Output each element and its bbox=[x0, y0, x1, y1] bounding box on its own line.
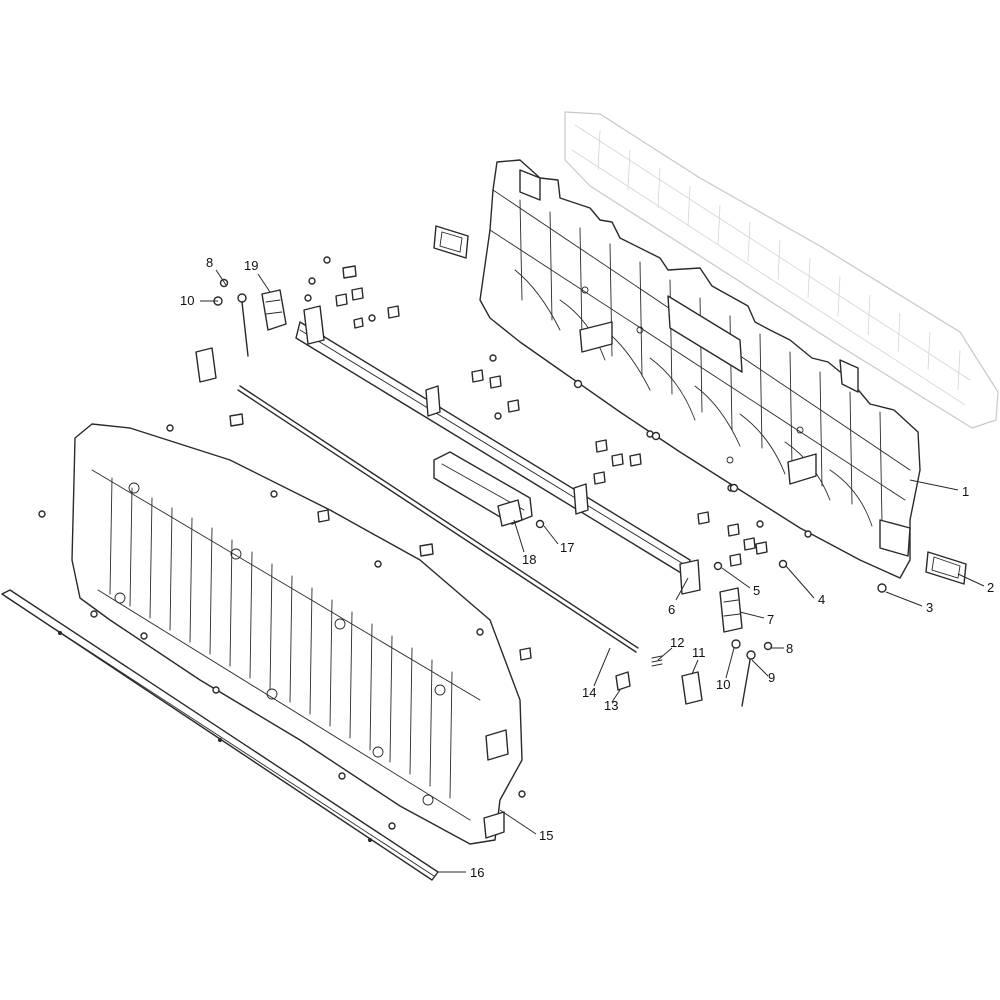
callout-4: 4 bbox=[818, 592, 825, 607]
latch-linkage-bar bbox=[295, 305, 701, 595]
reflector-pad-right bbox=[925, 551, 967, 585]
reflector-pad-left bbox=[433, 225, 469, 259]
callout-2: 2 bbox=[987, 580, 994, 595]
callout-8-right: 8 bbox=[786, 641, 793, 656]
release-rod bbox=[237, 385, 639, 653]
callout-8-top: 8 bbox=[206, 255, 213, 270]
outer-tailgate-panel bbox=[71, 423, 523, 845]
callout-18: 18 bbox=[522, 552, 536, 567]
bolt-left-8 bbox=[219, 278, 229, 288]
callout-1: 1 bbox=[962, 484, 969, 499]
ghost-reference-panel bbox=[564, 111, 999, 429]
callout-14: 14 bbox=[582, 685, 596, 700]
callout-10-left: 10 bbox=[180, 293, 194, 308]
fastener-clips bbox=[229, 265, 768, 661]
washer-right-10 bbox=[731, 639, 741, 649]
bracket-right-11 bbox=[681, 671, 703, 705]
callout-6: 6 bbox=[668, 602, 675, 617]
callout-15: 15 bbox=[539, 828, 553, 843]
callout-7: 7 bbox=[767, 612, 774, 627]
latch-left bbox=[195, 289, 287, 383]
callout-17: 17 bbox=[560, 540, 574, 555]
nut-5 bbox=[713, 561, 723, 571]
push-pin-3 bbox=[877, 583, 887, 593]
callout-9: 9 bbox=[768, 670, 775, 685]
callout-19: 19 bbox=[244, 258, 258, 273]
callout-labels: 1 2 3 4 5 6 7 8 8 9 10 10 11 12 13 14 15… bbox=[180, 255, 994, 880]
callout-10-right: 10 bbox=[716, 677, 730, 692]
fastener-screws bbox=[38, 256, 812, 830]
callout-leaders bbox=[200, 269, 985, 873]
callout-5: 5 bbox=[753, 583, 760, 598]
callout-13: 13 bbox=[604, 698, 618, 713]
latch-right bbox=[719, 587, 743, 633]
screw-4 bbox=[778, 559, 788, 569]
cable-right bbox=[741, 650, 756, 707]
spring-12 bbox=[651, 655, 663, 667]
clip-13 bbox=[615, 671, 631, 691]
callout-12: 12 bbox=[670, 635, 684, 650]
callout-16: 16 bbox=[470, 865, 484, 880]
handle-housing bbox=[433, 451, 533, 527]
callout-11: 11 bbox=[692, 645, 706, 660]
cable-left bbox=[237, 293, 249, 357]
bolt-right-8 bbox=[763, 641, 773, 651]
inner-liner-frame bbox=[479, 159, 921, 579]
callout-3: 3 bbox=[926, 600, 933, 615]
screw-17 bbox=[535, 519, 545, 529]
